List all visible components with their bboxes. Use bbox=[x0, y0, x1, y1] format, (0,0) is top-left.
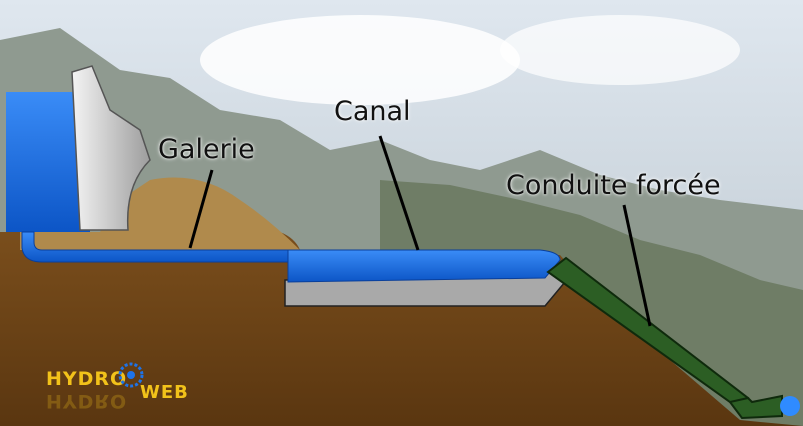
ground bbox=[0, 232, 803, 426]
logo-part2: WEB bbox=[140, 382, 189, 403]
dam bbox=[71, 65, 151, 231]
logo-part1: HYDRO bbox=[46, 368, 128, 390]
label-conduite-forcee: Conduite forcée bbox=[506, 170, 721, 201]
turbine-wheel-icon bbox=[118, 362, 144, 388]
label-galerie: Galerie bbox=[158, 134, 255, 165]
conduite-leader-line bbox=[622, 204, 652, 327]
cloud bbox=[200, 15, 520, 105]
cloud bbox=[500, 15, 740, 85]
penstock-elbow bbox=[728, 394, 783, 420]
label-canal: Canal bbox=[334, 96, 411, 127]
canal-leader-line bbox=[378, 135, 420, 251]
galerie-leader-line bbox=[188, 169, 214, 249]
logo-reflection: HYDRO bbox=[46, 390, 128, 412]
canal-water bbox=[287, 249, 561, 283]
outlet-water bbox=[780, 396, 800, 416]
hill bbox=[20, 177, 300, 250]
